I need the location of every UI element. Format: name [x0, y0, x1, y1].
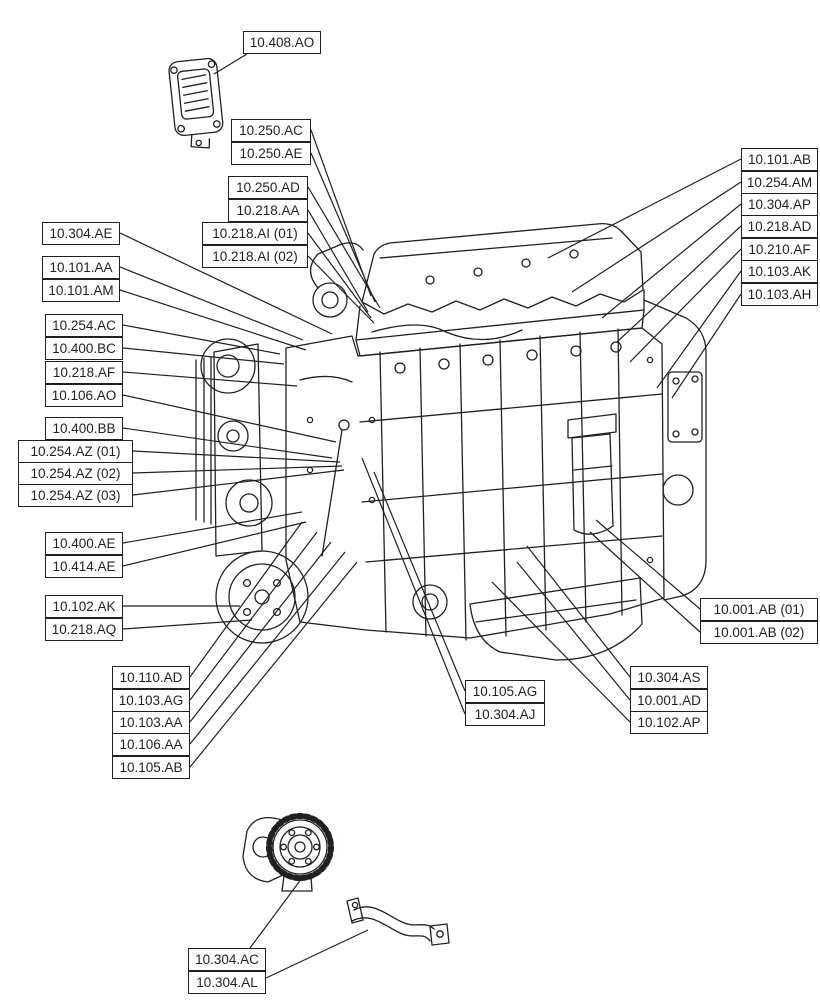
leader-line	[589, 531, 701, 633]
leader-line	[616, 225, 742, 343]
leader-line	[656, 270, 742, 389]
part-callout[interactable]: 10.103.AK	[741, 260, 818, 283]
part-callout[interactable]: 10.001.AB (02)	[700, 621, 818, 644]
part-callout[interactable]: 10.106.AO	[45, 384, 123, 407]
leader-line	[373, 471, 466, 692]
oil-pump-illustration	[242, 813, 334, 892]
part-callout[interactable]: 10.001.AB (01)	[700, 598, 818, 621]
leader-line	[310, 152, 376, 303]
leader-line	[122, 371, 298, 387]
part-callout[interactable]: 10.103.AH	[741, 283, 818, 306]
oil-supply-pipe-illustration	[346, 897, 450, 946]
leader-line	[189, 521, 303, 678]
leader-line	[122, 521, 307, 567]
part-callout[interactable]: 10.304.AP	[741, 193, 818, 216]
leader-line	[307, 255, 375, 324]
leader-line	[189, 531, 318, 701]
leader-line	[119, 266, 304, 341]
part-callout[interactable]: 10.254.AZ (02)	[18, 462, 133, 485]
leader-line	[249, 877, 303, 949]
engine-illustration	[195, 223, 707, 661]
part-callout[interactable]: 10.105.AG	[465, 680, 545, 703]
part-callout[interactable]: 10.001.AD	[630, 689, 708, 712]
part-callout[interactable]: 10.218.AA	[228, 199, 308, 222]
leader-line	[122, 427, 333, 459]
leader-line	[119, 289, 307, 351]
part-callout[interactable]: 10.106.AA	[112, 733, 190, 756]
part-callout[interactable]: 10.218.AQ	[45, 618, 123, 641]
part-callout[interactable]: 10.101.AA	[42, 256, 120, 279]
part-callout[interactable]: 10.400.BB	[45, 417, 123, 440]
part-callout[interactable]: 10.105.AB	[112, 756, 190, 779]
leader-lines	[119, 53, 742, 979]
leader-line	[265, 929, 369, 979]
leader-line	[122, 511, 303, 544]
part-callout[interactable]: 10.250.AD	[228, 176, 308, 199]
leader-line	[132, 469, 345, 496]
part-callout[interactable]: 10.110.AD	[112, 666, 190, 689]
part-callout[interactable]: 10.218.AD	[741, 215, 818, 238]
leader-line	[119, 232, 333, 335]
part-callout[interactable]: 10.414.AE	[45, 555, 123, 578]
part-callout[interactable]: 10.254.AZ (01)	[18, 440, 133, 463]
part-callout[interactable]: 10.304.AC	[188, 948, 266, 971]
leader-line	[595, 519, 701, 610]
part-callout[interactable]: 10.210.AF	[741, 238, 818, 261]
controller-part-illustration	[168, 57, 224, 149]
leader-line	[189, 541, 332, 723]
part-callout[interactable]: 10.102.AP	[630, 711, 708, 734]
part-callout[interactable]: 10.250.AC	[231, 119, 311, 142]
leader-line	[122, 324, 281, 355]
part-callout[interactable]: 10.250.AE	[231, 142, 311, 165]
leader-line	[526, 545, 631, 678]
leader-line	[516, 561, 631, 701]
leader-line	[671, 293, 742, 399]
part-callout[interactable]: 10.304.AS	[630, 666, 708, 689]
leader-line	[132, 450, 341, 463]
part-callout[interactable]: 10.218.AF	[45, 361, 123, 384]
leader-line	[122, 347, 285, 365]
part-callout[interactable]: 10.400.AE	[45, 532, 123, 555]
part-callout[interactable]: 10.101.AB	[741, 148, 818, 171]
leader-line	[307, 209, 369, 313]
part-callout[interactable]: 10.101.AM	[42, 279, 120, 302]
leader-line	[307, 232, 372, 319]
leader-line	[601, 203, 742, 319]
part-callout[interactable]: 10.400.BC	[45, 337, 123, 360]
leader-line	[571, 181, 742, 293]
part-callout[interactable]: 10.103.AG	[112, 689, 190, 712]
part-callout[interactable]: 10.408.AO	[243, 31, 321, 54]
leader-line	[132, 465, 343, 474]
part-callout[interactable]: 10.254.AC	[45, 314, 123, 337]
leader-line	[307, 186, 381, 309]
part-callout[interactable]: 10.254.AZ (03)	[18, 484, 133, 507]
leader-line	[189, 561, 358, 768]
part-callout[interactable]: 10.102.AK	[45, 595, 123, 618]
part-callout[interactable]: 10.254.AM	[741, 171, 818, 194]
leader-line	[361, 457, 466, 715]
part-callout[interactable]: 10.218.AI (02)	[202, 245, 308, 268]
part-callout[interactable]: 10.304.AE	[42, 222, 120, 245]
part-callout[interactable]: 10.304.AL	[188, 971, 266, 994]
leader-line	[491, 581, 631, 723]
leader-line	[189, 551, 346, 745]
part-callout[interactable]: 10.304.AJ	[465, 703, 545, 726]
part-callout[interactable]: 10.218.AI (01)	[202, 222, 308, 245]
part-callout[interactable]: 10.103.AA	[112, 711, 190, 734]
leader-line	[547, 158, 742, 259]
leader-line	[629, 248, 742, 363]
leader-line	[122, 394, 337, 443]
leader-line	[213, 53, 248, 75]
